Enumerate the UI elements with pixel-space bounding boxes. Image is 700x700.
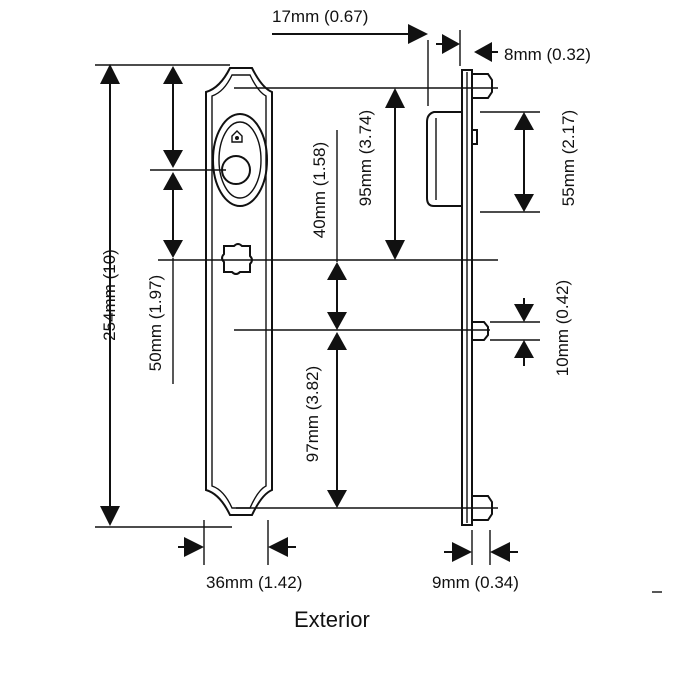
- side-knob-profile: [426, 111, 462, 207]
- middle-screw-boss: [472, 321, 489, 341]
- dim-knob-to-lever: [163, 66, 183, 384]
- label-top-offset: 17mm (0.67): [272, 7, 368, 26]
- dim-plate-depth: [444, 542, 518, 562]
- keyhole-icon: [231, 130, 243, 143]
- label-lower-span: 97mm (3.82): [303, 366, 322, 462]
- dim-top-depth: [436, 34, 498, 62]
- dim-knob-height: [514, 112, 534, 212]
- dim-handle-span: [385, 88, 405, 260]
- dim-screw-height: [514, 298, 534, 366]
- dim-overall-height: [100, 64, 120, 526]
- dim-lower-span: [327, 332, 347, 508]
- top-screw-boss: [472, 73, 493, 99]
- label-knob-height: 55mm (2.17): [559, 110, 578, 206]
- keyhole-dot: [235, 136, 239, 140]
- caption-exterior: Exterior: [294, 607, 370, 632]
- label-handle-span: 95mm (3.74): [356, 110, 375, 206]
- label-knob-to-lever: 50mm (1.97): [146, 275, 165, 371]
- dim-top-offset: [272, 24, 428, 44]
- escutcheon-inner: [218, 121, 262, 199]
- knob-circle: [221, 155, 251, 185]
- thumbturn-square: [221, 243, 253, 275]
- label-screw-height: 10mm (0.42): [553, 280, 572, 376]
- side-plate: [461, 69, 473, 526]
- knob-escutcheon: [212, 113, 268, 207]
- dim-knob-spacing: [327, 130, 347, 330]
- dim-plate-width: [178, 537, 296, 557]
- side-spindle: [471, 129, 478, 145]
- label-knob-spacing: 40mm (1.58): [310, 142, 329, 238]
- extension-lines: [95, 30, 540, 565]
- label-overall-height: 254mm (10): [100, 249, 119, 341]
- label-plate-depth: 9mm (0.34): [432, 573, 519, 592]
- escutcheon-outer: [212, 113, 268, 207]
- label-plate-width: 36mm (1.42): [206, 573, 302, 592]
- label-top-depth: 8mm (0.32): [504, 45, 591, 64]
- side-view: [426, 69, 493, 526]
